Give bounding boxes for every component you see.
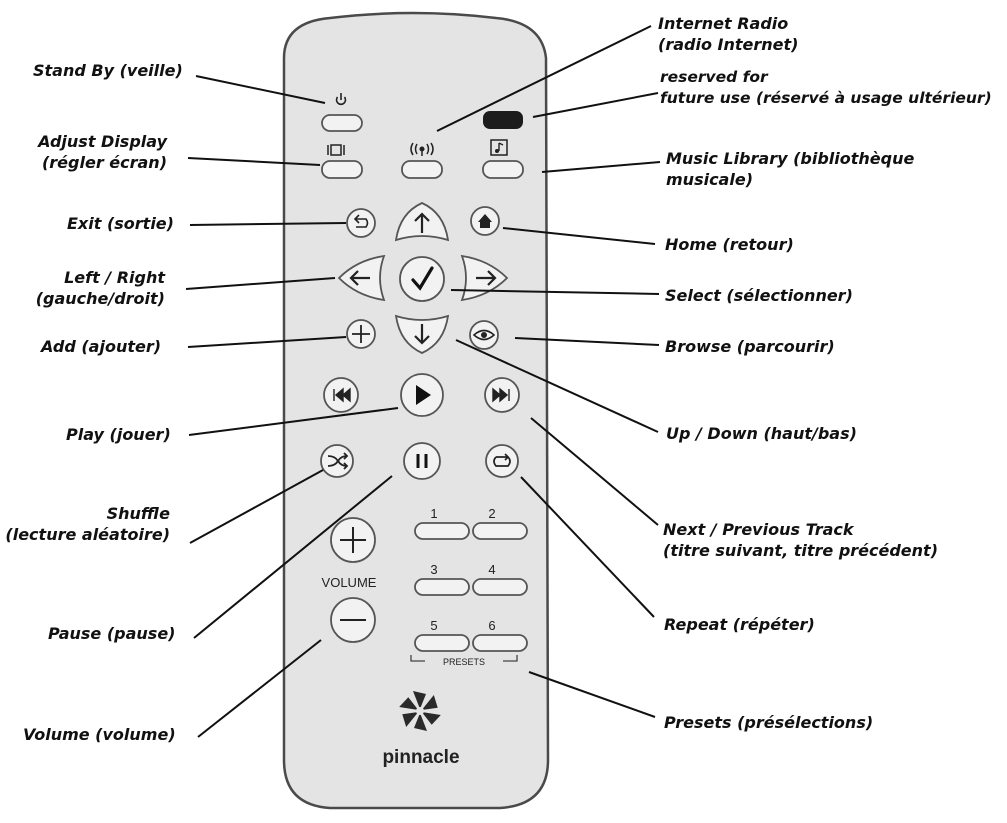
home-icon <box>478 214 492 228</box>
next-track-button[interactable] <box>484 377 520 413</box>
preset-number: 4 <box>488 562 495 577</box>
power-icon <box>335 93 347 106</box>
radio-icon <box>410 142 434 156</box>
preset-number: 5 <box>430 618 437 633</box>
shuffle-icon <box>327 452 349 470</box>
preset-button-6[interactable]: 6 <box>472 618 528 652</box>
home-button[interactable] <box>470 206 500 236</box>
next-icon <box>492 387 510 403</box>
up-arrow-icon <box>414 212 430 233</box>
exit-callout: Exit (sortie) <box>67 214 174 233</box>
home-callout: Home (retour) <box>665 235 794 254</box>
reserved-button[interactable] <box>483 111 523 129</box>
adjust-display-button[interactable] <box>321 160 363 179</box>
play-button[interactable] <box>400 373 444 417</box>
internet-radio-callout: Internet Radio (radio Internet) <box>658 14 799 54</box>
left-button[interactable] <box>337 254 386 302</box>
right-button[interactable] <box>460 254 509 302</box>
presets-callout: Presets (présélections) <box>664 713 874 732</box>
presets-bracket <box>410 655 518 662</box>
leader-lines <box>185 25 661 738</box>
plus-icon <box>352 325 370 343</box>
preset-buttons: 1 2 3 4 5 6 <box>414 506 528 652</box>
previous-icon <box>333 387 351 403</box>
preset-number: 6 <box>488 618 495 633</box>
browse-button[interactable] <box>469 320 499 350</box>
preset-number: 2 <box>488 506 495 521</box>
internet-radio-button[interactable] <box>401 160 443 179</box>
up-button[interactable] <box>394 202 450 242</box>
repeat-callout: Repeat (répéter) <box>664 615 815 634</box>
brand-name: pinnacle <box>382 747 459 768</box>
down-arrow-icon <box>414 324 430 345</box>
preset-button-2[interactable]: 2 <box>472 506 528 540</box>
up-down-callout: Up / Down (haut/bas) <box>666 424 857 443</box>
music-note-icon <box>490 139 508 156</box>
right-arrow-icon <box>476 270 497 286</box>
reserved-callout: reserved for future use (réservé à usage… <box>660 68 992 107</box>
add-callout: Add (ajouter) <box>41 337 162 356</box>
select-callout: Select (sélectionner) <box>665 286 853 305</box>
pinnacle-logo <box>399 691 441 731</box>
pause-icon <box>416 454 428 468</box>
next-previous-callout: Next / Previous Track (titre suivant, ti… <box>663 520 938 560</box>
repeat-button[interactable] <box>485 444 519 478</box>
volume-label: VOLUME <box>322 575 377 590</box>
volume-up-button[interactable] <box>330 517 376 563</box>
preset-button-5[interactable]: 5 <box>414 618 470 652</box>
standby-callout: Stand By (veille) <box>33 61 183 80</box>
back-arrow-icon <box>353 214 369 228</box>
repeat-icon <box>493 453 511 467</box>
preset-button-4[interactable]: 4 <box>472 562 528 596</box>
preset-button-1[interactable]: 1 <box>414 506 470 540</box>
adjust-display-callout: Adjust Display (régler écran) <box>38 132 167 172</box>
plus-icon <box>340 527 366 553</box>
add-button[interactable] <box>346 319 376 349</box>
left-right-callout: Left / Right (gauche/droit) <box>35 268 165 308</box>
left-arrow-icon <box>349 270 370 286</box>
down-button[interactable] <box>394 314 450 354</box>
eye-icon <box>472 329 496 341</box>
display-icon <box>327 144 345 156</box>
presets-label: PRESETS <box>443 657 485 667</box>
music-library-callout: Music Library (bibliothèque musicale) <box>666 149 915 189</box>
pause-button[interactable] <box>403 442 441 480</box>
shuffle-callout: Shuffle (lecture aléatoire) <box>5 504 170 544</box>
preset-button-3[interactable]: 3 <box>414 562 470 596</box>
standby-button[interactable] <box>321 114 363 132</box>
preset-number: 1 <box>430 506 437 521</box>
volume-down-button[interactable] <box>330 597 376 643</box>
play-icon <box>416 385 431 405</box>
volume-callout: Volume (volume) <box>23 725 176 744</box>
browse-callout: Browse (parcourir) <box>665 337 835 356</box>
play-callout: Play (jouer) <box>66 425 171 444</box>
music-library-button[interactable] <box>482 160 524 179</box>
check-icon <box>411 266 434 291</box>
shuffle-button[interactable] <box>320 444 354 478</box>
previous-track-button[interactable] <box>323 377 359 413</box>
pause-callout: Pause (pause) <box>48 624 176 643</box>
preset-number: 3 <box>430 562 437 577</box>
exit-button[interactable] <box>346 208 376 238</box>
select-button[interactable] <box>399 256 445 302</box>
